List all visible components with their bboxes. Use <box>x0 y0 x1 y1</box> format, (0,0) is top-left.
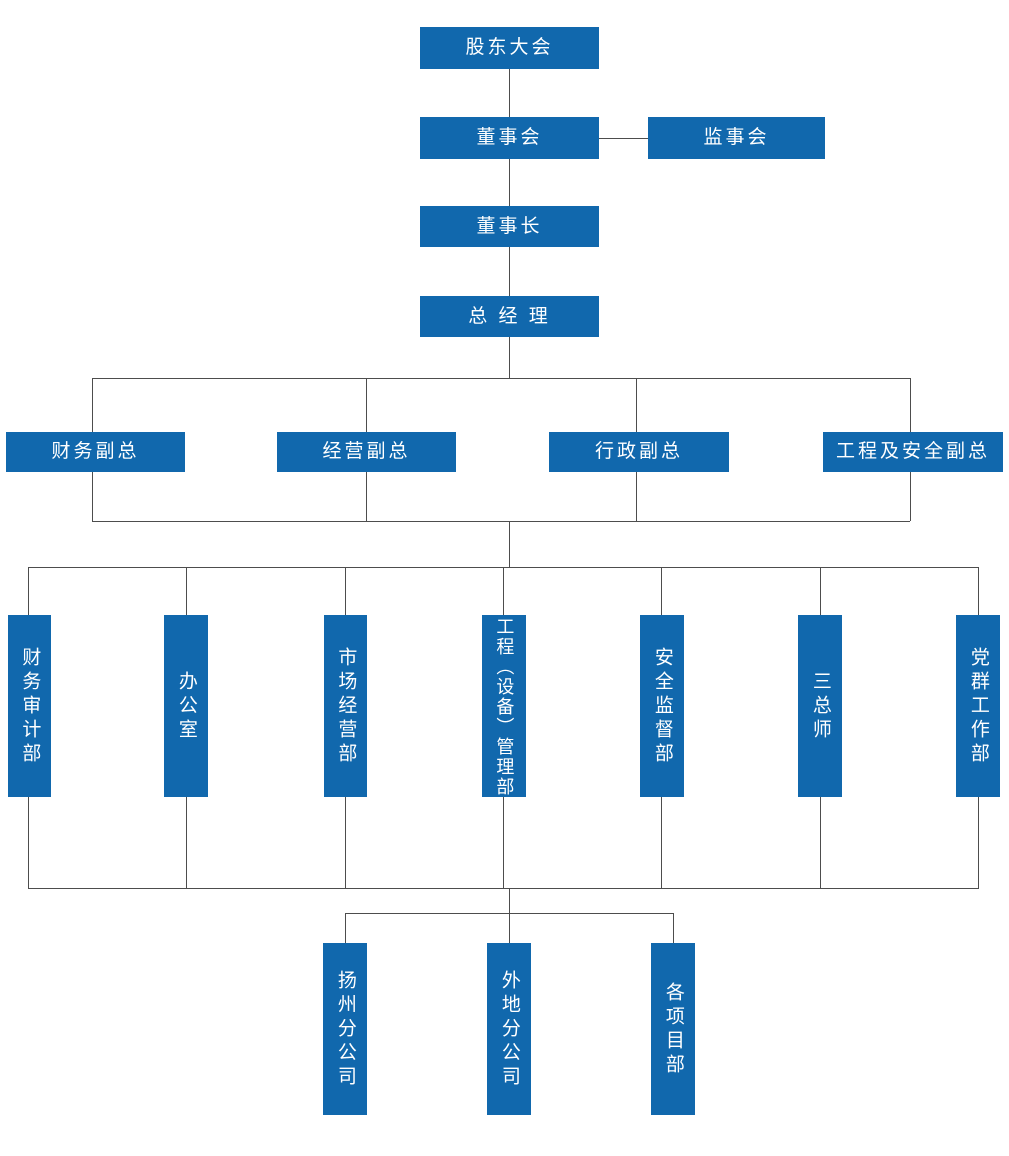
vp-riser-engineering-safety <box>910 472 911 521</box>
node-vp-operations[interactable]: 经营副总 <box>277 432 456 472</box>
dept-drop-engineering-equipment <box>503 567 504 615</box>
dept-riser-office <box>186 797 187 888</box>
node-dept-party-mass-work[interactable]: 党群工作部 <box>956 615 1000 797</box>
dept-riser-finance-audit <box>28 797 29 888</box>
node-dept-finance-audit[interactable]: 财务审计部 <box>8 615 51 797</box>
node-vp-administration[interactable]: 行政副总 <box>549 432 729 472</box>
branch-drop-yangzhou <box>345 913 346 943</box>
node-dept-market-operations[interactable]: 市场经营部 <box>324 615 367 797</box>
node-branch-yangzhou[interactable]: 扬州分公司 <box>323 943 367 1115</box>
dept-drop-three-chief-engineers <box>820 567 821 615</box>
node-dept-office[interactable]: 办公室 <box>164 615 208 797</box>
node-board-of-directors[interactable]: 董事会 <box>420 117 599 159</box>
vp-drop-finance <box>92 378 93 432</box>
connector-gm-to-vp-bus <box>509 337 510 378</box>
vp-riser-administration <box>636 472 637 521</box>
node-board-of-supervisors[interactable]: 监事会 <box>648 117 825 159</box>
node-branch-outside[interactable]: 外地分公司 <box>487 943 531 1115</box>
dept-drop-safety-supervision <box>661 567 662 615</box>
vp-drop-operations <box>366 378 367 432</box>
connector-shareholders-to-board <box>509 69 510 117</box>
node-chairman[interactable]: 董事长 <box>420 206 599 247</box>
vp-drop-engineering-safety <box>910 378 911 432</box>
connector-chairman-to-gm <box>509 247 510 296</box>
dept-riser-party-mass-work <box>978 797 979 888</box>
dept-drop-market-operations <box>345 567 346 615</box>
node-dept-safety-supervision[interactable]: 安全监督部 <box>640 615 684 797</box>
dept-drop-finance-audit <box>28 567 29 615</box>
vp-riser-finance <box>92 472 93 521</box>
vp-riser-operations <box>366 472 367 521</box>
node-shareholders-meeting[interactable]: 股东大会 <box>420 27 599 69</box>
vp-drop-administration <box>636 378 637 432</box>
vp-bus-bottom <box>92 521 910 522</box>
dept-riser-safety-supervision <box>661 797 662 888</box>
connector-vp-bus-to-dept-bus <box>509 521 510 567</box>
vp-bus-top <box>92 378 910 379</box>
node-vp-engineering-safety[interactable]: 工程及安全副总 <box>823 432 1003 472</box>
branch-drop-projects <box>673 913 674 943</box>
connector-board-to-supervisors <box>599 138 648 139</box>
dept-drop-office <box>186 567 187 615</box>
node-dept-engineering-equipment[interactable]: 工程（设备）管理部 <box>482 615 526 797</box>
node-dept-three-chief-engineers[interactable]: 三总师 <box>798 615 842 797</box>
node-vp-finance[interactable]: 财务副总 <box>6 432 185 472</box>
dept-riser-three-chief-engineers <box>820 797 821 888</box>
dept-riser-market-operations <box>345 797 346 888</box>
connector-board-to-chairman <box>509 159 510 207</box>
dept-riser-engineering-equipment <box>503 797 504 888</box>
connector-dept-bus-to-branch-bus <box>509 888 510 914</box>
node-general-manager[interactable]: 总 经 理 <box>420 296 599 337</box>
node-branch-projects[interactable]: 各项目部 <box>651 943 695 1115</box>
branch-drop-outside <box>509 913 510 943</box>
dept-bus-bottom <box>28 888 979 889</box>
dept-drop-party-mass-work <box>978 567 979 615</box>
